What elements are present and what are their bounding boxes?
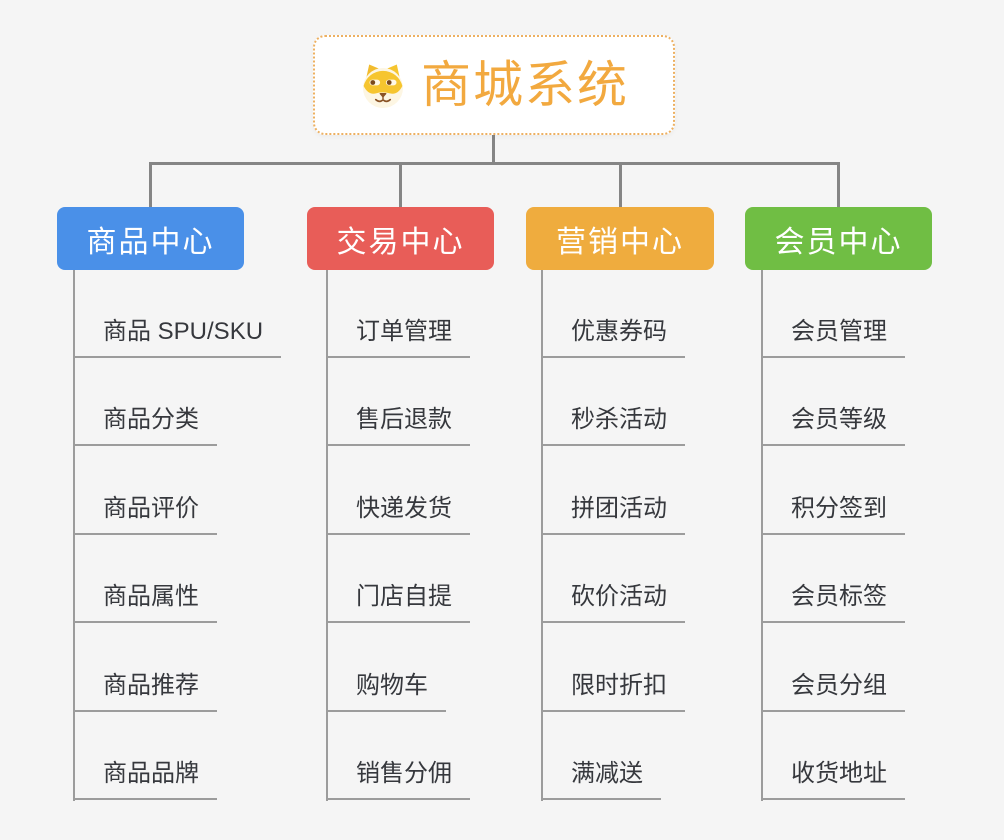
leaf-label: 会员管理 (791, 317, 887, 345)
root-node[interactable]: 商城系统 (313, 35, 675, 135)
leaf-node[interactable]: 限时折扣 (541, 623, 685, 712)
dog-face-icon (363, 64, 403, 108)
branch-children-products: 商品 SPU/SKU 商品分类 商品评价 商品属性 商品推荐 商品品牌 (73, 269, 282, 800)
branch-node-members[interactable]: 会员中心 (745, 207, 932, 270)
leaf-node[interactable]: 门店自提 (326, 535, 470, 623)
leaf-node[interactable]: 积分签到 (761, 446, 905, 535)
branch-label: 商品中心 (86, 225, 215, 259)
leaf-node[interactable]: 商品属性 (73, 535, 217, 623)
leaf-label: 会员标签 (791, 583, 887, 611)
leaf-label: 商品 SPU/SKU (103, 317, 264, 345)
leaf-label: 收货地址 (791, 760, 887, 788)
leaf-node[interactable]: 优惠券码 (541, 269, 685, 358)
leaf-node[interactable]: 商品推荐 (73, 623, 217, 712)
branch-children-marketing: 优惠券码 秒杀活动 拼团活动 砍价活动 限时折扣 满减送 (541, 269, 685, 800)
leaf-label: 积分签到 (791, 494, 887, 522)
leaf-node[interactable]: 会员等级 (761, 358, 905, 446)
leaf-label: 满减送 (571, 760, 643, 788)
branch-rail-connector (149, 162, 839, 165)
leaf-node[interactable]: 销售分佣 (326, 712, 470, 800)
leaf-node[interactable]: 购物车 (326, 623, 446, 712)
branch-drop-connector (149, 162, 152, 208)
leaf-label: 商品属性 (103, 583, 199, 611)
leaf-label: 商品品牌 (103, 760, 199, 788)
leaf-node[interactable]: 会员分组 (761, 623, 905, 712)
leaf-label: 购物车 (356, 671, 428, 699)
branch-node-trade[interactable]: 交易中心 (307, 207, 494, 270)
branch-node-products[interactable]: 商品中心 (57, 207, 244, 270)
leaf-node[interactable]: 会员标签 (761, 535, 905, 623)
branch-drop-connector (619, 162, 622, 208)
leaf-label: 门店自提 (356, 583, 452, 611)
branch-drop-connector (399, 162, 402, 208)
leaf-label: 会员等级 (791, 406, 887, 434)
leaf-node[interactable]: 满减送 (541, 712, 661, 800)
leaf-label: 会员分组 (791, 671, 887, 699)
leaf-label: 秒杀活动 (571, 406, 667, 434)
branch-children-trade: 订单管理 售后退款 快递发货 门店自提 购物车 销售分佣 (326, 269, 470, 800)
leaf-label: 限时折扣 (571, 671, 667, 699)
branch-node-marketing[interactable]: 营销中心 (526, 207, 714, 270)
leaf-node[interactable]: 商品评价 (73, 446, 217, 535)
leaf-node[interactable]: 拼团活动 (541, 446, 685, 535)
branch-label: 交易中心 (336, 225, 465, 259)
leaf-label: 拼团活动 (571, 494, 667, 522)
leaf-node[interactable]: 商品分类 (73, 358, 217, 446)
leaf-node[interactable]: 收货地址 (761, 712, 905, 800)
leaf-node[interactable]: 商品 SPU/SKU (73, 269, 282, 358)
branch-drop-connector (837, 162, 840, 208)
leaf-label: 订单管理 (356, 317, 452, 345)
leaf-label: 商品推荐 (103, 671, 199, 699)
branch-children-members: 会员管理 会员等级 积分签到 会员标签 会员分组 收货地址 (761, 269, 905, 800)
leaf-rail-connector (541, 270, 543, 801)
root-title: 商城系统 (421, 57, 629, 113)
root-stem-connector (492, 134, 495, 164)
leaf-node[interactable]: 会员管理 (761, 269, 905, 358)
leaf-node[interactable]: 商品品牌 (73, 712, 217, 800)
leaf-node[interactable]: 砍价活动 (541, 535, 685, 623)
leaf-label: 砍价活动 (571, 583, 667, 611)
leaf-label: 快递发货 (356, 494, 452, 522)
leaf-node[interactable]: 订单管理 (326, 269, 470, 358)
leaf-rail-connector (73, 270, 75, 801)
leaf-rail-connector (326, 270, 328, 801)
leaf-label: 商品评价 (103, 494, 199, 522)
leaf-label: 商品分类 (103, 406, 199, 434)
branch-label: 营销中心 (556, 225, 684, 259)
leaf-node[interactable]: 秒杀活动 (541, 358, 685, 446)
leaf-label: 优惠券码 (571, 317, 667, 345)
leaf-label: 销售分佣 (356, 760, 452, 788)
branch-label: 会员中心 (774, 225, 903, 259)
leaf-label: 售后退款 (356, 406, 452, 434)
leaf-rail-connector (761, 270, 763, 801)
leaf-node[interactable]: 快递发货 (326, 446, 470, 535)
leaf-node[interactable]: 售后退款 (326, 358, 470, 446)
